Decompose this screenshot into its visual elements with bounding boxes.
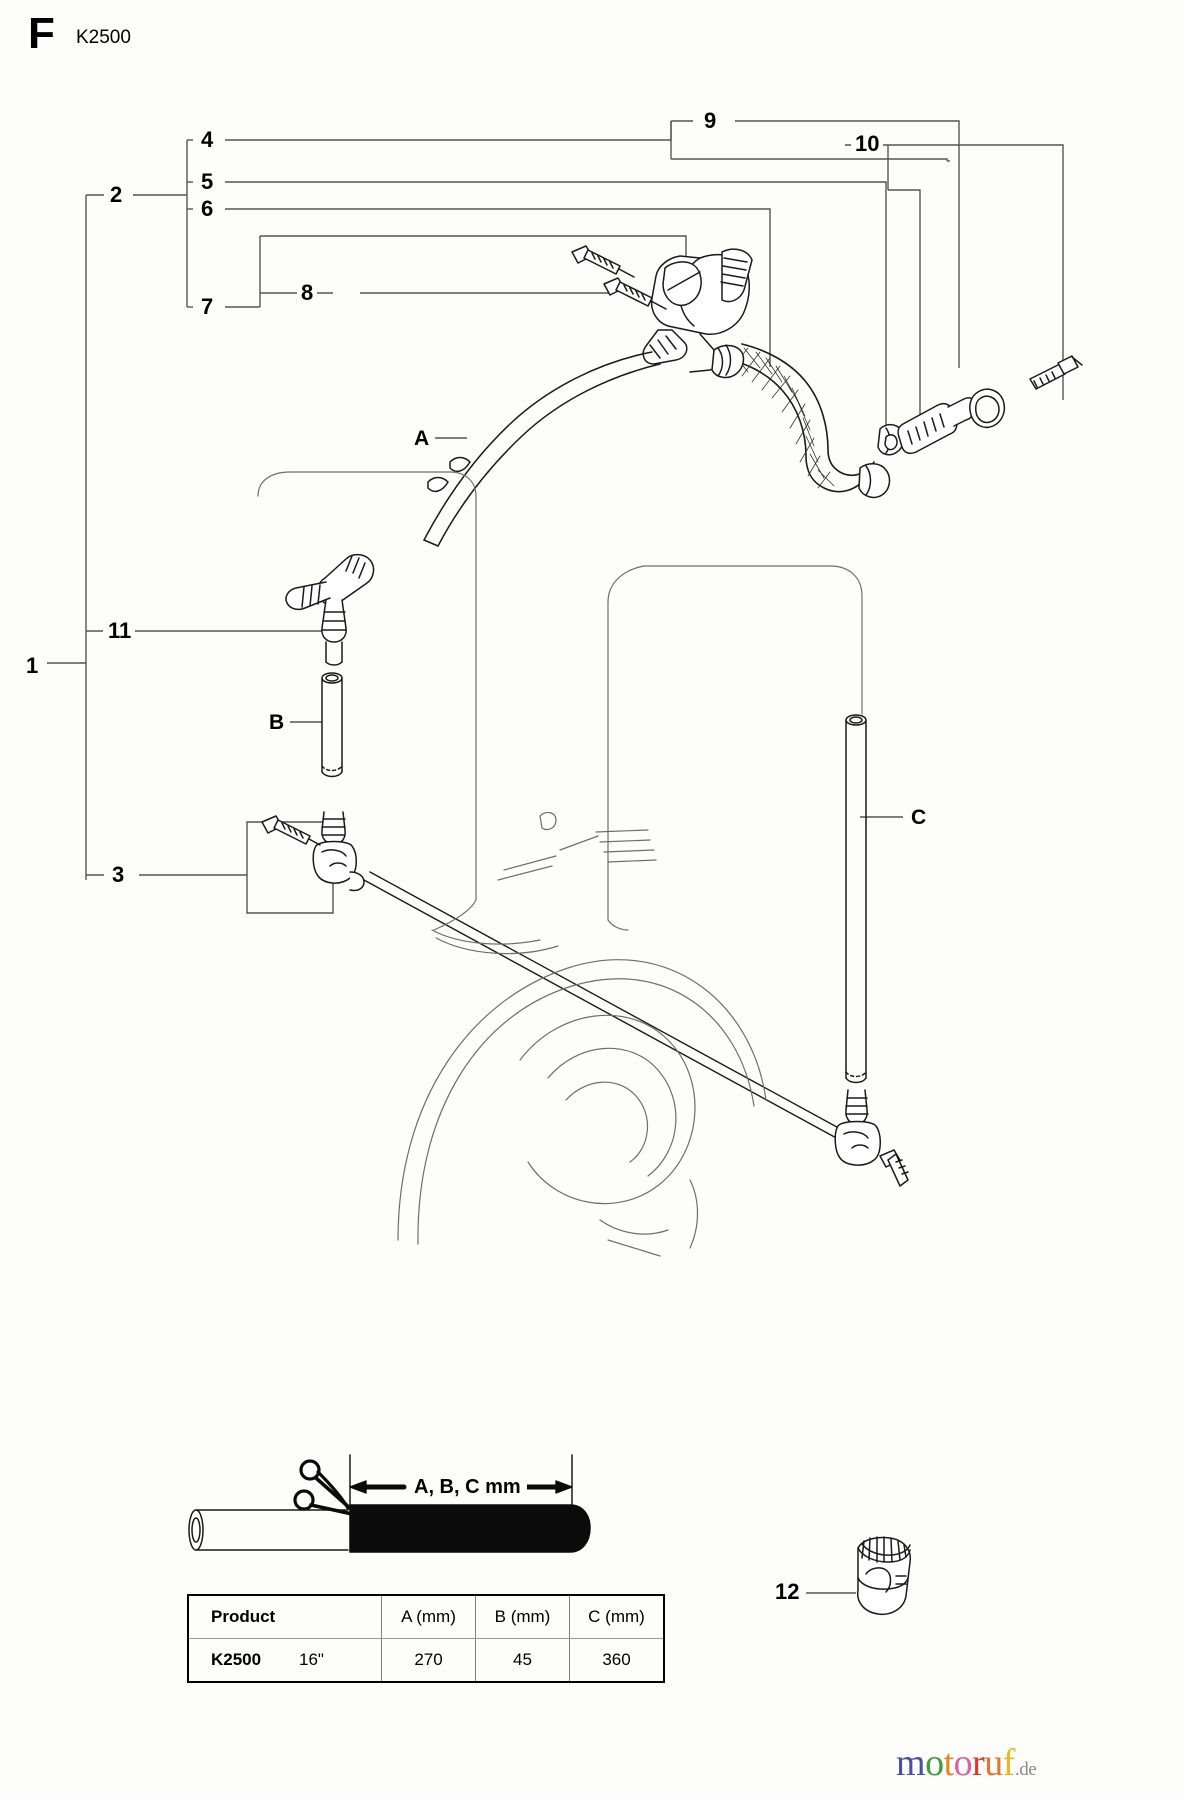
dimension-letter-c-label: C [911, 806, 927, 829]
water-valve-body [642, 248, 753, 373]
cell-product: K2500 16" [187, 1638, 382, 1683]
box-3 [246, 821, 334, 914]
hose-section-b [321, 672, 343, 778]
cell-a-mm: 270 [381, 1638, 476, 1683]
callout-8: 8 [297, 280, 318, 305]
watermark-letter-5: u [984, 1742, 1003, 1784]
callout-9: 9 [700, 108, 721, 133]
leader-10-run2 [888, 144, 1064, 400]
coupling-nut [856, 1536, 912, 1616]
watermark-letter-0: m [896, 1742, 926, 1784]
callout-1-label: 1 [26, 653, 39, 678]
callout-10-label: 10 [855, 131, 880, 156]
callout-12: 12 [771, 1579, 804, 1604]
valve-screw-lower [603, 277, 667, 310]
column-header-c: C (mm) [569, 1594, 665, 1639]
callout-6-label: 6 [201, 196, 214, 221]
watermark-letter-1: o [925, 1742, 944, 1784]
callout-3-label: 3 [112, 862, 125, 887]
cell-c-mm: 360 [569, 1638, 665, 1683]
callout-5-label: 5 [201, 169, 214, 194]
dimension-letter-a-label: A [414, 427, 430, 450]
column-header-product: Product [187, 1594, 382, 1639]
braided-hose [711, 343, 891, 499]
hose-section-c [845, 714, 869, 1125]
callout-2: 2 [106, 182, 127, 207]
spec-table: Product A (mm) B (mm) C (mm) K2500 16" 2… [187, 1594, 665, 1683]
watermark-letter-2: t [943, 1742, 955, 1784]
callout-2-label: 2 [110, 182, 123, 207]
dimension-letter-b-label: B [269, 711, 285, 734]
callout-6: 6 [197, 196, 218, 221]
leader-9-run [735, 120, 960, 368]
leader-10-run [888, 189, 921, 419]
lower-elbow-fitting [261, 811, 365, 892]
scissors-icon [293, 1459, 354, 1516]
leader-5-run [225, 181, 887, 437]
watermark-letter-3: o [953, 1742, 973, 1784]
watermark-motoruf: motoruf.de [896, 1742, 1037, 1784]
machine-ghost-outline [257, 471, 863, 1257]
cell-b-mm: 45 [475, 1638, 570, 1683]
dimension-letter-c: C [908, 806, 930, 829]
section-letter: F [28, 9, 55, 58]
cell-product-size: 16" [299, 1650, 324, 1669]
leader-6-run [225, 208, 771, 367]
model-label: K2500 [76, 27, 131, 48]
hose-section-a [423, 351, 661, 547]
watermark-letter-4: r [972, 1742, 985, 1784]
lower-right-elbow [834, 1120, 909, 1187]
dimension-letter-a: A [411, 427, 433, 450]
table-row: K2500 16" 270 45 360 [187, 1638, 665, 1683]
callout-3: 3 [108, 862, 129, 887]
callout-4-label: 4 [201, 127, 214, 152]
watermark-letters: motoruf [896, 1742, 1015, 1784]
callout-4: 4 [197, 127, 218, 152]
dimension-letter-b: B [266, 711, 288, 734]
callout-1: 1 [22, 653, 43, 678]
callout-7-label: 7 [201, 294, 214, 319]
box-7-top [260, 235, 687, 262]
cell-product-name: K2500 [211, 1650, 262, 1669]
cut-length-dimension-label: A, B, C mm [408, 1477, 527, 1497]
callout-7: 7 [197, 294, 218, 319]
callout-8-label: 8 [301, 280, 314, 305]
callout-9-label: 9 [704, 108, 717, 133]
elbow-fitting [285, 553, 375, 666]
callout-10: 10 [851, 131, 884, 156]
column-header-b: B (mm) [475, 1594, 570, 1639]
watermark-suffix: .de [1014, 1759, 1037, 1780]
callout-12-label: 12 [775, 1579, 800, 1604]
cut-length-illustration [188, 1454, 591, 1553]
watermark-letter-6: f [1002, 1742, 1016, 1784]
hose-diagonal-long [363, 871, 847, 1141]
callout-11-label: 11 [108, 618, 132, 643]
column-header-a: A (mm) [381, 1594, 476, 1639]
valve-screw-upper [571, 245, 635, 278]
callout-11: 11 [104, 618, 136, 643]
exploded-fittings [877, 355, 1083, 456]
callout-5: 5 [197, 169, 218, 194]
table-header-row: Product A (mm) B (mm) C (mm) [187, 1594, 665, 1639]
